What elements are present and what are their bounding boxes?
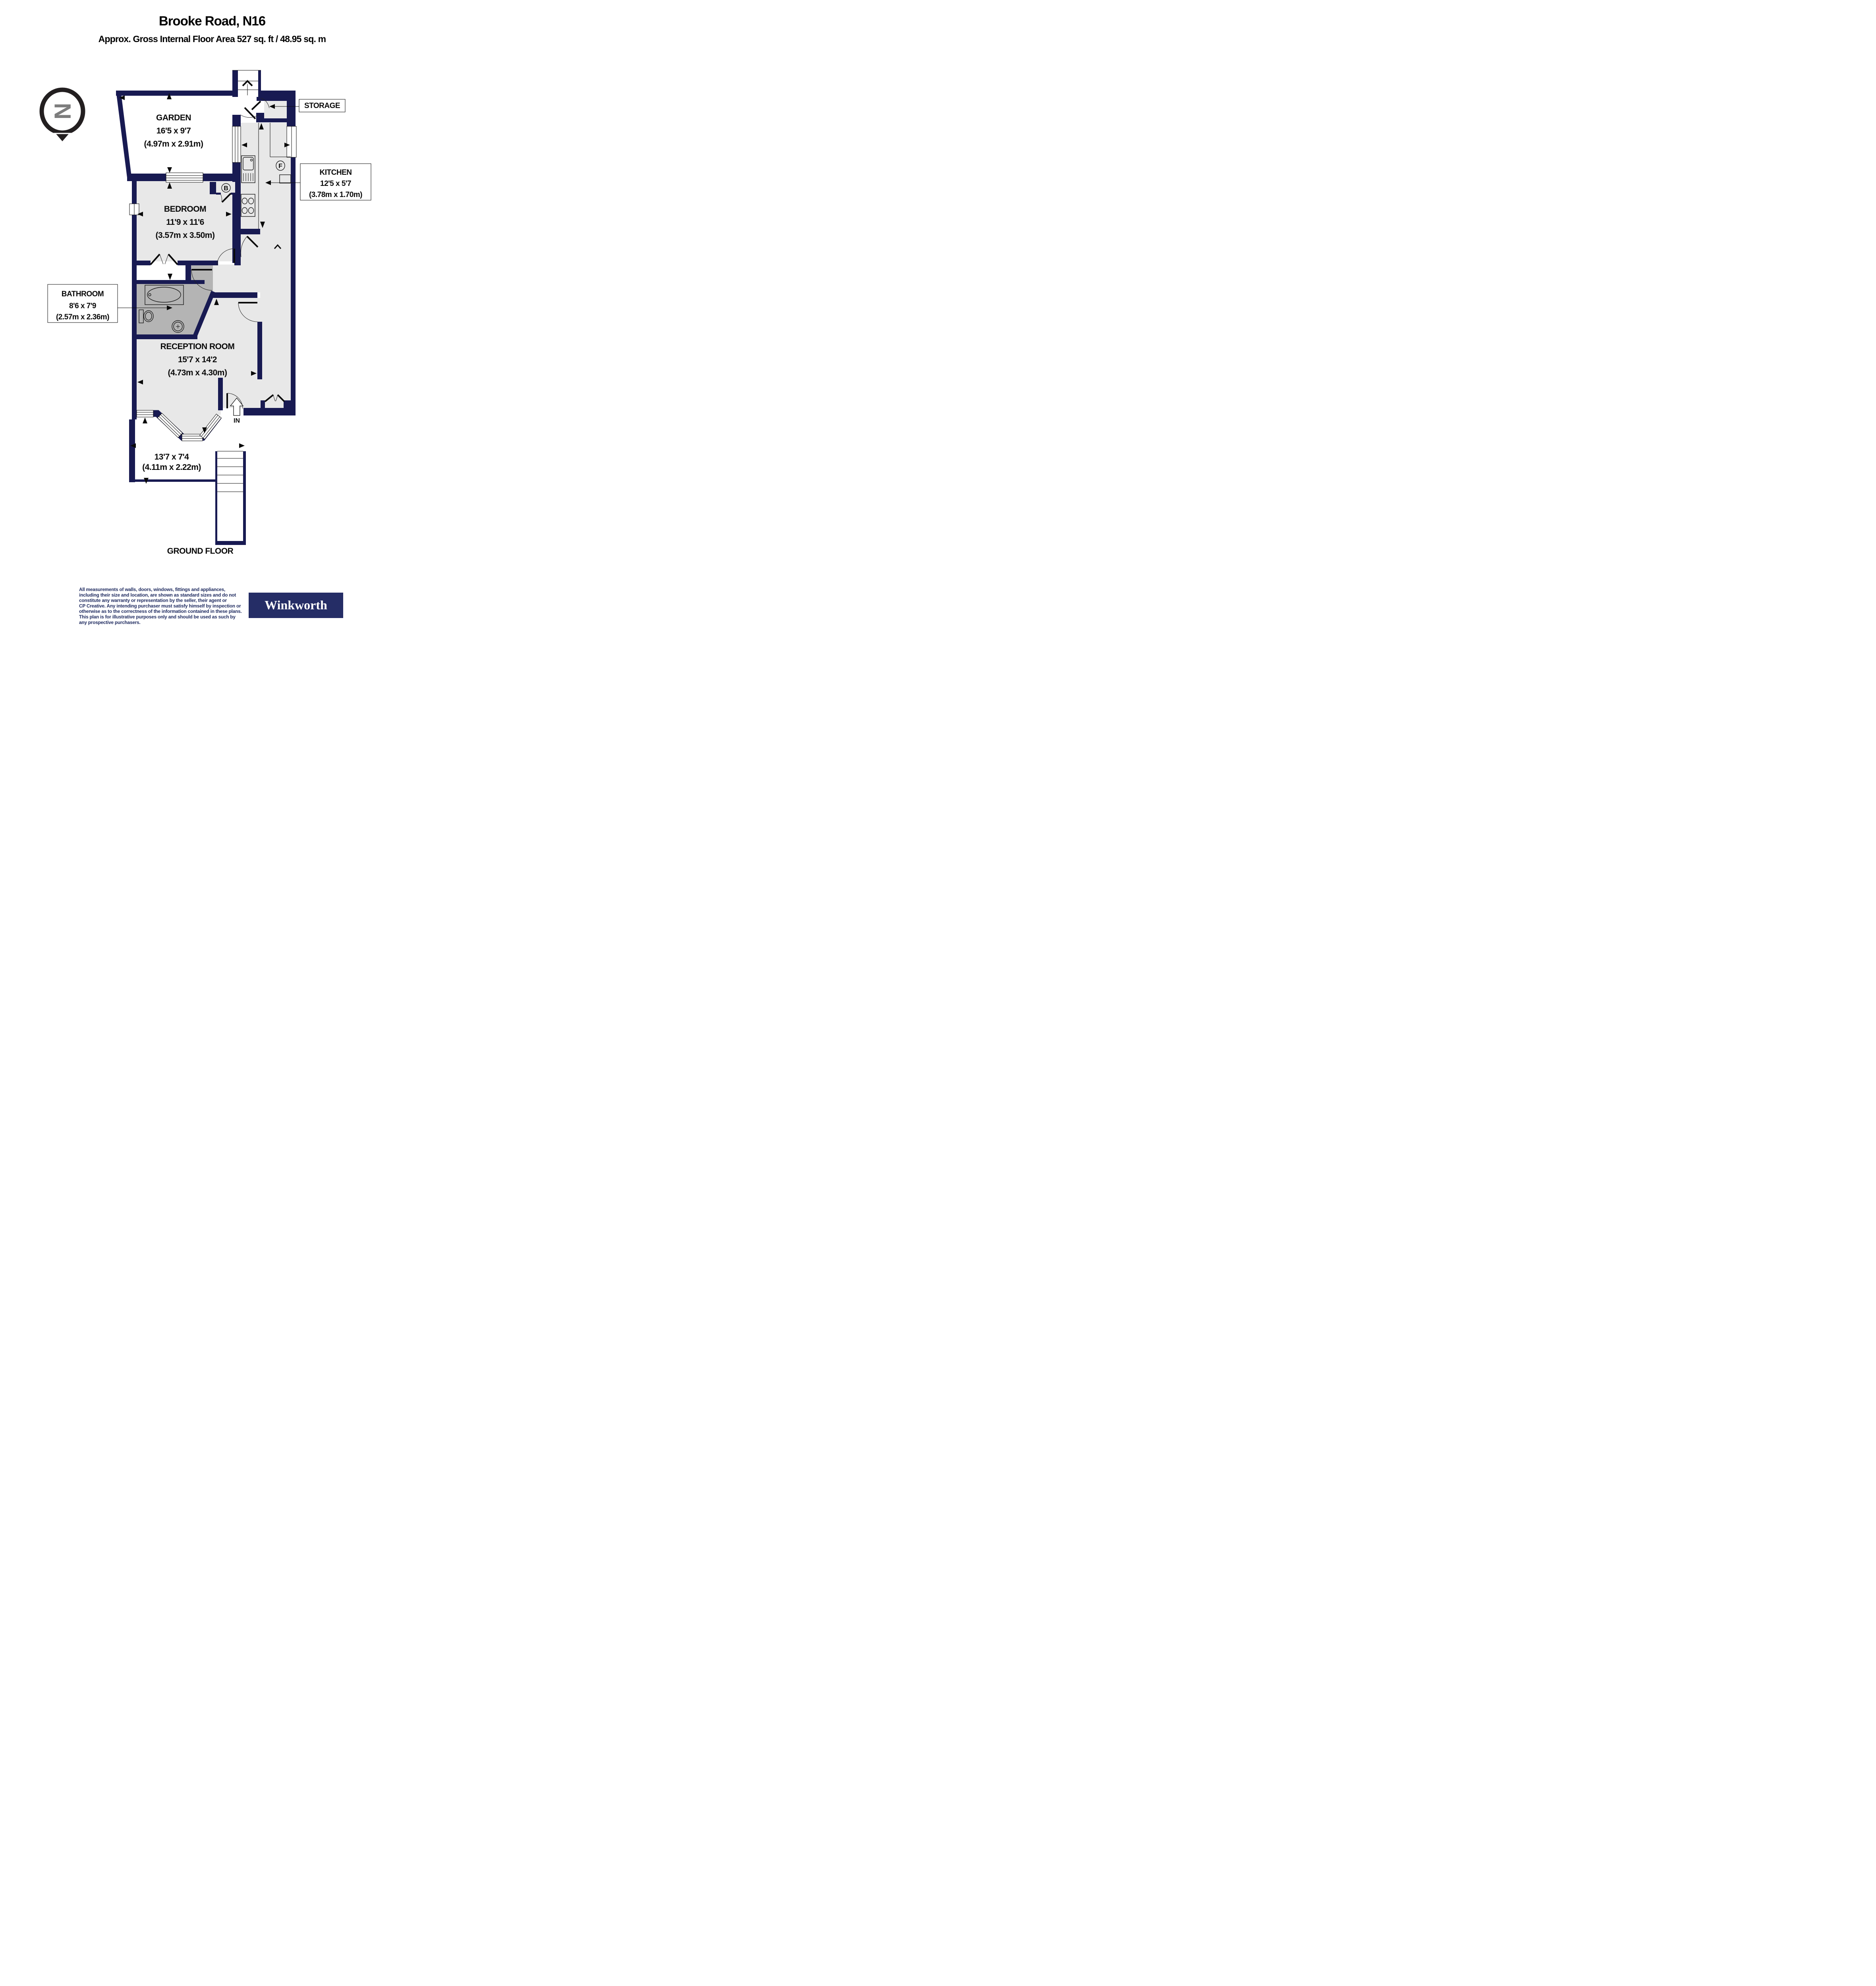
dimension-arrows: [119, 93, 290, 484]
bathroom-floor: [137, 284, 213, 336]
page-title: Brooke Road, N16: [159, 14, 266, 28]
bay-window-left: [136, 410, 154, 417]
svg-text:constitute any warranty or rep: constitute any warranty or representatio…: [79, 598, 227, 603]
windows: [129, 126, 297, 441]
svg-text:F: F: [278, 163, 282, 170]
step-chevron-icon: [274, 244, 282, 249]
svg-text:(3.57m x 3.50m): (3.57m x 3.50m): [156, 231, 215, 240]
bay-window-right-angled: [199, 413, 222, 440]
patio-doors: [264, 394, 285, 402]
brand-name: Winkworth: [265, 598, 327, 612]
svg-text:12'5 x 5'7: 12'5 x 5'7: [320, 180, 351, 188]
front-area-label: 13'7 x 7'4: [155, 452, 189, 462]
svg-text:CP Creative. Any intending pur: CP Creative. Any intending purchaser mus…: [79, 603, 241, 609]
svg-text:B: B: [224, 185, 228, 192]
walls: [116, 70, 296, 545]
storage-callout: STORAGE: [269, 99, 346, 112]
fixtures: B F: [139, 123, 291, 333]
boiler-marker: B: [221, 183, 231, 193]
svg-text:15'7 x 14'2: 15'7 x 14'2: [178, 355, 217, 364]
svg-text:(2.57m x 2.36m): (2.57m x 2.36m): [56, 313, 109, 321]
basin-icon: [172, 320, 184, 333]
svg-text:any prospective purchasers.: any prospective purchasers.: [79, 620, 141, 625]
kitchen-sink-icon: [241, 155, 255, 183]
bathroom-door: [191, 269, 213, 291]
fridge-marker: F: [276, 160, 285, 171]
garden-kitchen-window: [232, 126, 241, 163]
garden-label: GARDEN: [156, 113, 191, 122]
svg-text:This plan is for illustrative: This plan is for illustrative purposes o…: [79, 614, 236, 620]
compass-north-icon: N: [39, 87, 85, 143]
svg-text:otherwise as to the correctnes: otherwise as to the correctness of the i…: [79, 609, 242, 614]
hob-icon: [241, 194, 255, 217]
front-steps: [217, 451, 243, 492]
svg-text:All measurements of walls, doo: All measurements of walls, doors, window…: [79, 587, 225, 592]
upper-stairs: [232, 70, 261, 97]
svg-text:STORAGE: STORAGE: [304, 102, 340, 110]
page-subtitle: Approx. Gross Internal Floor Area 527 sq…: [99, 34, 326, 44]
svg-text:KITCHEN: KITCHEN: [320, 168, 352, 177]
disclaimer: All measurements of walls, doors, window…: [79, 587, 242, 625]
bedroom-label: BEDROOM: [164, 205, 206, 214]
floorplan-page: Brooke Road, N16 Approx. Gross Internal …: [0, 0, 422, 633]
svg-text:(4.11m x 2.22m): (4.11m x 2.22m): [142, 463, 201, 472]
bathroom-callout: BATHROOM 8'6 x 7'9 (2.57m x 2.36m): [47, 284, 172, 323]
brand-logo: Winkworth: [249, 593, 343, 618]
stairs-up-chevron-icon: [242, 80, 253, 87]
bedroom-door: [216, 248, 235, 266]
room-floors: [137, 101, 291, 437]
entrance-in-arrow-icon: IN: [230, 397, 244, 424]
reception-label: RECEPTION ROOM: [160, 342, 235, 351]
garden-window: [166, 172, 203, 183]
bay-window-center: [182, 434, 203, 441]
bedroom-window: [129, 203, 139, 215]
svg-text:including their size and locat: including their size and location, are s…: [79, 592, 236, 598]
floor-label: GROUND FLOOR: [167, 547, 234, 556]
fridge-unit: [279, 174, 291, 184]
svg-text:(4.97m x 2.91m): (4.97m x 2.91m): [144, 139, 203, 149]
svg-text:BATHROOM: BATHROOM: [62, 290, 104, 298]
entrance-label: IN: [234, 417, 240, 424]
corridor-door: [240, 236, 259, 257]
back-door: [240, 98, 270, 120]
svg-text:16'5 x 9'7: 16'5 x 9'7: [156, 126, 191, 135]
bay-window-left-angled: [157, 413, 183, 438]
svg-text:(3.78m x 1.70m): (3.78m x 1.70m): [309, 191, 362, 199]
svg-text:11'9 x 11'6: 11'9 x 11'6: [166, 218, 204, 227]
side-window: [286, 126, 297, 158]
bedroom-double-doors: [150, 253, 178, 265]
boiler-cupboard-door: [220, 193, 232, 203]
reception-door: [238, 302, 258, 322]
svg-text:8'6 x 7'9: 8'6 x 7'9: [69, 302, 96, 310]
svg-text:(4.73m x 4.30m): (4.73m x 4.30m): [168, 368, 227, 377]
kitchen-callout: KITCHEN 12'5 x 5'7 (3.78m x 1.70m): [265, 163, 371, 201]
bathtub-icon: [145, 285, 184, 305]
floorplan-canvas: Brooke Road, N16 Approx. Gross Internal …: [39, 14, 371, 625]
toilet-icon: [139, 309, 154, 323]
room-labels: GARDEN 16'5 x 9'7 (4.97m x 2.91m) BEDROO…: [142, 113, 235, 472]
compass-letter: N: [50, 103, 75, 120]
